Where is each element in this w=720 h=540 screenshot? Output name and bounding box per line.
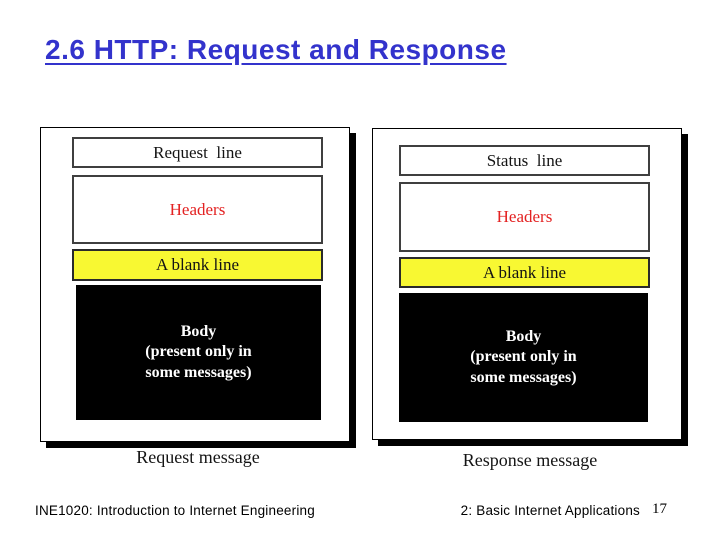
response-headers-box: Headers: [399, 182, 650, 252]
request-body-box: Body (present only in some messages): [76, 285, 321, 420]
page-number: 17: [652, 501, 667, 517]
request-body-line: (present only in: [145, 343, 252, 361]
response-body-line: some messages): [470, 368, 577, 386]
request-message-caption: Request message: [136, 447, 260, 467]
response-message-diagram: Status line Headers A blank line Body (p…: [372, 128, 682, 440]
response-message-caption: Response message: [462, 450, 598, 470]
response-body-line: Body: [505, 327, 542, 345]
status-line-box: Status line: [399, 145, 650, 176]
slide-title: 2.6 HTTP: Request and Response: [45, 34, 507, 65]
request-headers-box: Headers: [72, 175, 323, 244]
request-line-box: Request line: [72, 137, 323, 168]
response-body-line: (present only in: [470, 348, 577, 366]
request-message-diagram: Request line Headers A blank line Body (…: [40, 127, 350, 442]
request-body-line: Body: [180, 322, 217, 340]
footer-course-title: INE1020: Introduction to Internet Engine…: [35, 503, 315, 518]
request-blank-line-box: A blank line: [72, 249, 323, 281]
response-blank-line-box: A blank line: [399, 257, 650, 288]
request-body-line: some messages): [145, 363, 252, 381]
response-body-box: Body (present only in some messages): [399, 293, 648, 422]
footer-section-title: 2: Basic Internet Applications: [460, 503, 640, 518]
